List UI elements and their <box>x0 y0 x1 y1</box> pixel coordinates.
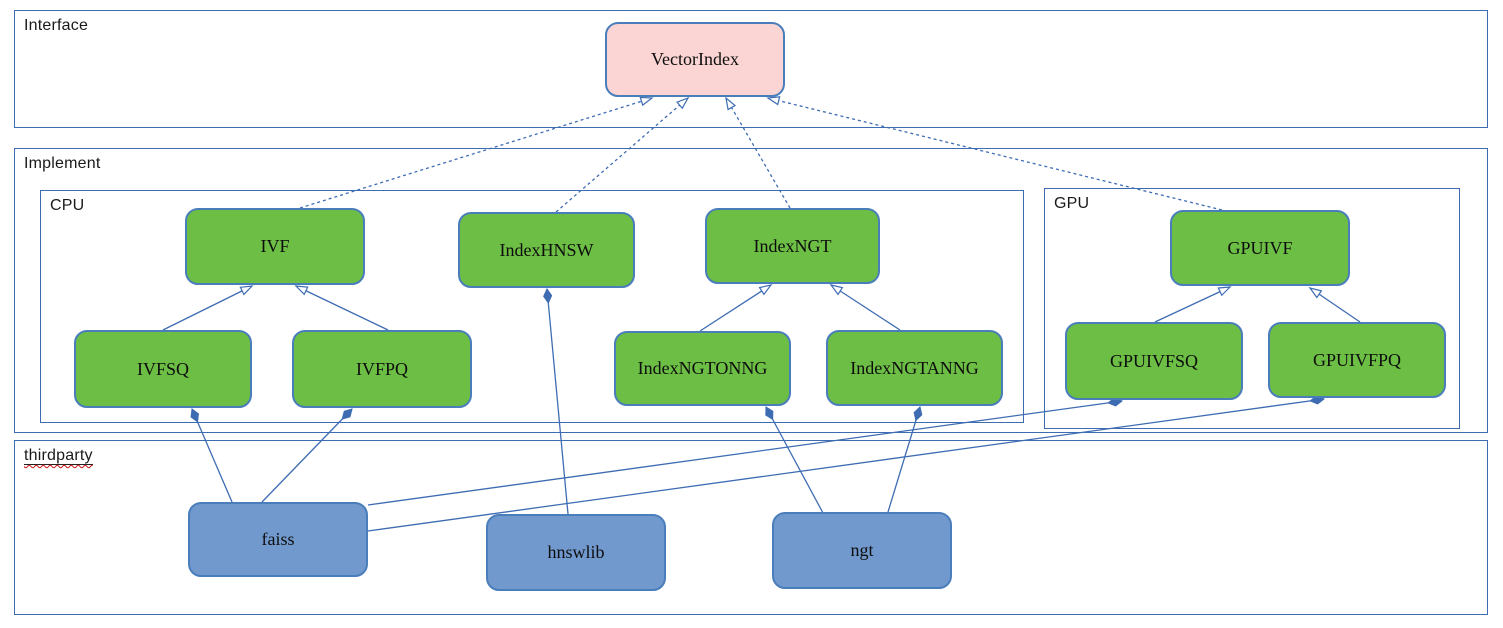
node-ivf-label: IVF <box>260 236 290 256</box>
edge-IVF-VectorIndex <box>299 96 654 209</box>
node-indexngtonng-label: IndexNGTONNG <box>637 358 768 378</box>
edge-IndexNGTANNG-IndexNGT <box>829 284 901 331</box>
edge-hnswlib-IndexHNSW <box>543 287 569 515</box>
node-indexngtanng-label: IndexNGTANNG <box>850 357 979 378</box>
edge-faiss-GPUIVFSQ <box>367 397 1123 506</box>
node-vectorindex: VectorIndex <box>605 22 785 97</box>
edge-IVFPQ-IVF <box>294 285 389 331</box>
node-hnswlib: hnswlib <box>486 514 666 591</box>
edge-faiss-GPUIVFPQ <box>367 395 1325 532</box>
node-gpuivf-label: GPUIVF <box>1227 237 1293 258</box>
group-interface-label: Interface <box>24 17 89 34</box>
node-ivfsq-label: IVFSQ <box>136 358 189 379</box>
edge-GPUIVFPQ-GPUIVF <box>1308 287 1361 323</box>
node-gpuivfsq: GPUIVFSQ <box>1065 322 1243 400</box>
edge-IndexHNSW-VectorIndex <box>555 96 690 213</box>
node-faiss-label: faiss <box>261 529 295 549</box>
node-indexngt-label: IndexNGT <box>753 235 832 256</box>
edge-faiss-IVFPQ <box>261 408 353 503</box>
node-faiss: faiss <box>188 502 368 577</box>
node-ivfpq: IVFPQ <box>292 330 472 408</box>
node-indexngt: IndexNGT <box>705 208 880 284</box>
group-cpu: CPU <box>40 190 1024 423</box>
edge-IndexNGTONNG-IndexNGT <box>699 284 773 332</box>
edge-IVFSQ-IVF <box>162 285 254 331</box>
group-interface: Interface <box>14 10 1488 128</box>
group-implement: Implement <box>14 148 1488 433</box>
node-indexhnsw-label: IndexHNSW <box>499 239 594 260</box>
group-thirdparty: thirdparty <box>14 440 1488 615</box>
node-gpuivf: GPUIVF <box>1170 210 1350 286</box>
group-gpu: GPU <box>1044 188 1460 429</box>
node-indexngtonng: IndexNGTONNG <box>614 331 791 406</box>
edge-ngt-IndexNGTANNG <box>887 406 923 513</box>
node-indexhnsw: IndexHNSW <box>458 212 635 288</box>
node-indexngtanng: IndexNGTANNG <box>826 330 1003 406</box>
spellcheck-squiggle: thirdparty <box>24 447 93 465</box>
node-hnswlib-label: hnswlib <box>547 542 605 562</box>
node-gpuivfsq-label: GPUIVFSQ <box>1109 350 1199 371</box>
node-ivf: IVF <box>185 208 365 285</box>
edge-GPUIVFSQ-GPUIVF <box>1154 286 1232 323</box>
group-thirdparty-label: thirdparty <box>24 447 93 465</box>
node-ngt: ngt <box>772 512 952 589</box>
node-gpuivfpq: GPUIVFPQ <box>1268 322 1446 398</box>
node-vectorindex-label: VectorIndex <box>651 49 739 69</box>
edge-faiss-IVFSQ <box>190 408 233 503</box>
edge-IndexNGT-VectorIndex <box>725 96 791 209</box>
group-cpu-label: CPU <box>50 197 85 214</box>
node-ivfpq-label: IVFPQ <box>355 358 408 379</box>
node-gpuivfpq-label: GPUIVFPQ <box>1312 349 1402 370</box>
node-ngt-label: ngt <box>850 540 874 560</box>
edge-ngt-IndexNGTONNG <box>765 406 824 514</box>
node-ivfsq: IVFSQ <box>74 330 252 408</box>
edge-GPUIVF-VectorIndex <box>766 96 1223 211</box>
group-gpu-label: GPU <box>1054 195 1090 212</box>
group-implement-label: Implement <box>24 155 101 172</box>
